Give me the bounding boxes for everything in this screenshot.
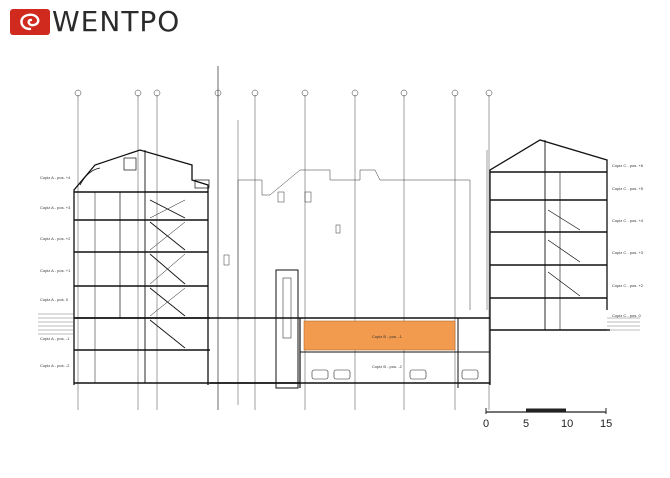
highlighted-room [303, 320, 456, 351]
level-label-left: Copiz A - pos. +1 [40, 268, 71, 273]
scale-tick-label: 10 [561, 418, 573, 430]
level-label-right: Copiz C - pos. +6 [612, 163, 644, 168]
right-building [489, 139, 610, 385]
basement [210, 317, 490, 388]
scale-tick-label: 0 [483, 418, 489, 430]
left-level-labels: Copiz A - pos. +4 Copiz A - pos. +3 Copi… [40, 175, 71, 368]
level-label-right: Copiz C - pos. +4 [612, 218, 644, 223]
scale-tick-label: 15 [600, 418, 612, 430]
brand-logo: WENTPO [10, 6, 180, 38]
scale-tick-label: 5 [523, 418, 529, 430]
level-label-right: Copiz C - pos. 0 [612, 313, 641, 318]
level-label-left: Copiz A - pos. +4 [40, 175, 71, 180]
left-building [73, 149, 300, 385]
level-label-left: Copiz A - pos. -1 [40, 336, 70, 341]
level-label-left: Copiz A - pos. +3 [40, 205, 71, 210]
grid-bubbles [74, 89, 493, 97]
lower-level-label: Copiz B - pos. -2 [372, 364, 403, 369]
scale-bar: 0 5 10 15 [483, 408, 612, 430]
ground-left [38, 313, 74, 335]
grid-axes [77, 66, 490, 410]
lift-shaft [275, 269, 299, 389]
level-label-left: Copiz A - pos. -2 [40, 363, 70, 368]
center-labels: Copiz B - pos. -1 Copiz B - pos. -2 [372, 334, 403, 369]
level-label-left: Copiz A - pos. +2 [40, 236, 71, 241]
parked-cars [311, 369, 479, 380]
right-level-labels: Copiz C - pos. +6 Copiz C - pos. +5 Copi… [612, 163, 644, 318]
courtyard-facade [223, 169, 471, 320]
ground-right [607, 317, 640, 331]
level-label-right: Copiz C - pos. +5 [612, 186, 644, 191]
level-label-right: Copiz C - pos. +3 [612, 250, 644, 255]
highlight-room-label: Copiz B - pos. -1 [372, 334, 403, 339]
level-label-right: Copiz C - pos. +2 [612, 283, 644, 288]
logo-spiral-icon [10, 9, 50, 35]
level-label-left: Copiz A - pos. 0 [40, 297, 69, 302]
brand-name: WENTPO [52, 5, 181, 38]
